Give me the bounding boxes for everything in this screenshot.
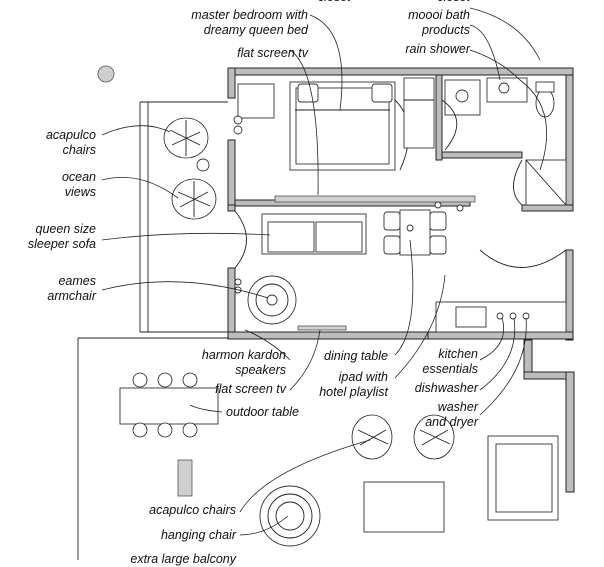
- label-acapulco-chairs-1: acapulco: [45, 128, 96, 142]
- label-washer-2: and dryer: [425, 415, 478, 429]
- label-washer-1: washer: [437, 400, 478, 414]
- side-balcony: [97, 65, 228, 333]
- main-balcony: [77, 337, 559, 560]
- label-kitchen-1: kitchen: [438, 347, 478, 361]
- label-closet-right: closet: [380, 0, 470, 5]
- label-hanging-chair: hanging chair: [160, 528, 236, 542]
- label-closet-top: closet: [318, 0, 351, 5]
- label-ipad-2: hotel playlist: [319, 385, 388, 399]
- label-harmon-2: speakers: [235, 363, 286, 377]
- label-mooi-bath-1: moooi bath: [408, 8, 470, 22]
- label-eames-2: armchair: [47, 289, 96, 303]
- label-ocean-views-2: views: [64, 185, 96, 199]
- bedroom-furniture: [233, 77, 476, 203]
- label-queen-size-2: sleeper sofa: [27, 237, 96, 251]
- label-harmon-1: harmon kardon: [201, 348, 286, 362]
- label-ocean-views-1: ocean: [61, 170, 96, 184]
- label-eames-1: eames: [58, 274, 96, 288]
- label-mooi-bath-2: products: [422, 23, 470, 37]
- label-leader-lines: [101, 7, 548, 536]
- label-acapulco-chairs-2: chairs: [62, 143, 96, 157]
- label-dining-table: dining table: [324, 349, 388, 363]
- bathroom-fixtures: [441, 77, 567, 206]
- label-outdoor-table: outdoor table: [226, 405, 299, 419]
- label-flat-screen-tv-top: flat screen tv: [237, 46, 308, 60]
- label-master-bedroom-2: dreamy queen bed: [203, 23, 308, 37]
- label-queen-size-1: queen size: [35, 222, 96, 236]
- label-rain-shower: rain shower: [405, 42, 470, 56]
- kitchen-counter: [435, 301, 567, 333]
- label-acapulco-chairs-bottom: acapulco chairs: [149, 503, 236, 517]
- label-master-bedroom-1: master bedroom with: [191, 8, 308, 22]
- label-dishwasher: dishwasher: [414, 381, 478, 395]
- label-kitchen-2: essentials: [422, 362, 478, 376]
- label-ipad-1: ipad with: [338, 370, 388, 384]
- label-flat-screen-tv-bottom: flat screen tv: [215, 382, 286, 396]
- apartment-walls: [227, 67, 575, 493]
